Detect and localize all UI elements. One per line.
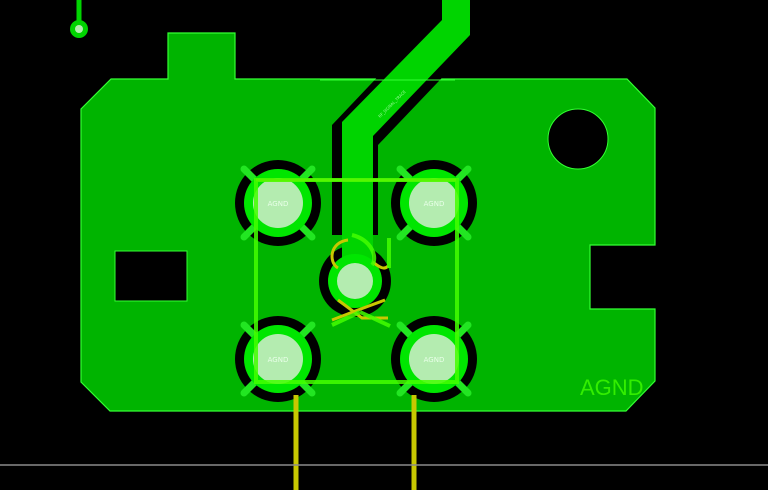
- silkscreen-outline: [254, 178, 459, 384]
- pad-top-left[interactable]: AGND: [244, 169, 312, 237]
- pad-label: AGND: [268, 200, 289, 208]
- pad-bottom-left[interactable]: AGND: [244, 325, 312, 393]
- pour-cutout-left: [114, 250, 188, 302]
- rf-trace[interactable]: [342, 0, 470, 258]
- pad-label: AGND: [424, 356, 445, 364]
- pad-label: AGND: [268, 356, 289, 364]
- center-pin[interactable]: [328, 254, 382, 308]
- pad-top-right[interactable]: AGND: [400, 169, 468, 237]
- pad-bottom-right[interactable]: AGND: [400, 325, 468, 393]
- pad-label: AGND: [424, 200, 445, 208]
- test-point[interactable]: [70, 0, 88, 38]
- net-label-agnd: AGND: [580, 375, 644, 400]
- mounting-hole[interactable]: [547, 108, 609, 170]
